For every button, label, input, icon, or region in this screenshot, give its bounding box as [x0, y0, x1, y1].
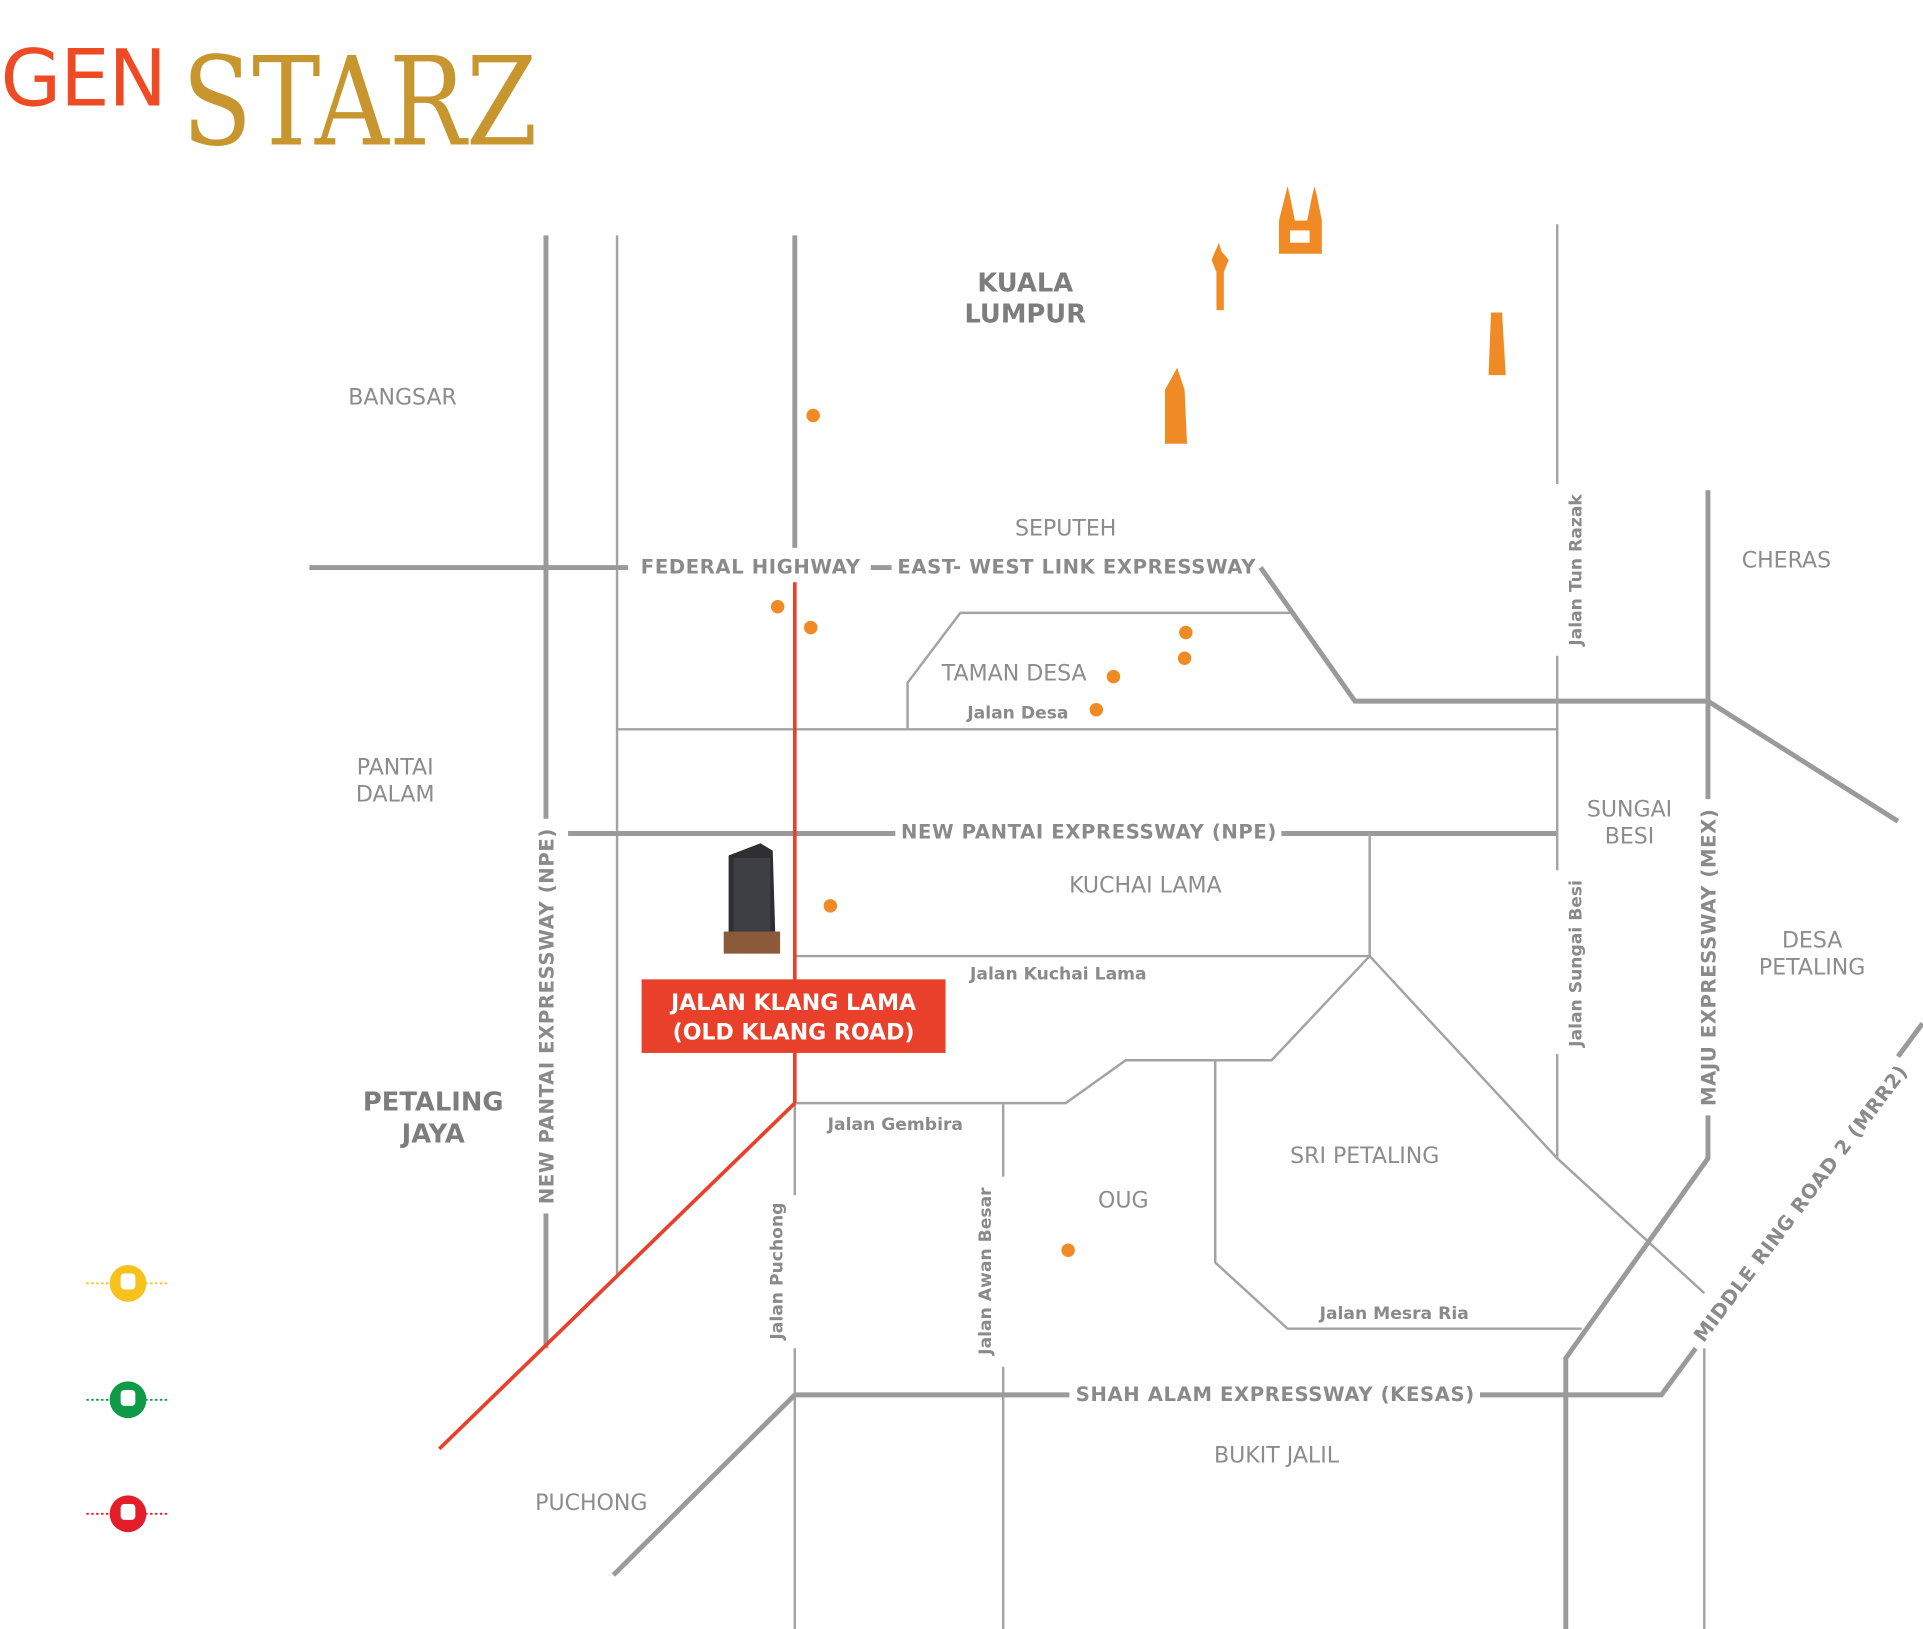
label-mex: MAJU EXPRESSWAY (MEX)	[1697, 809, 1720, 1106]
poi-dot	[1089, 702, 1104, 717]
label-east-west-link: EAST- WEST LINK EXPRESSWAY	[897, 556, 1256, 579]
area-puchong: PUCHONG	[535, 1491, 647, 1516]
area-desa-petaling: DESA	[1782, 928, 1842, 953]
area-desa-petaling: PETALING	[1759, 955, 1865, 980]
label-jalan-kuchai-lama: Jalan Kuchai Lama	[969, 964, 1147, 984]
label-federal-highway: FEDERAL HIGHWAY	[641, 556, 861, 579]
genstarz-building-icon	[723, 843, 781, 954]
points-of-interest	[770, 408, 1193, 1257]
area-taman-desa: TAMAN DESA	[941, 661, 1087, 686]
kesas-road	[1479, 1346, 1698, 1398]
label-jalan-desa: Jalan Desa	[966, 703, 1068, 723]
petronas-towers-icon	[1278, 186, 1322, 254]
mex-road-lower	[1563, 1115, 1711, 1629]
label-jalan-mesra-ria: Jalan Mesra Ria	[1319, 1304, 1469, 1324]
poi-dot	[806, 408, 820, 423]
label-jalan-tun-razak: Jalan Tun Razak	[1567, 494, 1587, 647]
area-sungai-besi: SUNGAI	[1587, 797, 1672, 822]
callout-line-1: JALAN KLANG LAMA	[669, 991, 916, 1016]
label-npe: NEW PANTAI EXPRESSWAY (NPE)	[901, 820, 1277, 843]
legend-mrt-green	[86, 1381, 169, 1419]
poi-dot	[1106, 669, 1121, 684]
area-kuchai-lama: KUCHAI LAMA	[1069, 873, 1222, 898]
landmarks	[1164, 186, 1506, 444]
road	[1368, 955, 1706, 1295]
taman-desa-road	[906, 611, 1290, 730]
train-icon	[120, 1503, 136, 1520]
logo-starz: STARZ	[182, 31, 537, 174]
label-jalan-awan-besar: Jalan Awan Besar	[976, 1187, 996, 1356]
area-kuala-lumpur: KUALA	[977, 269, 1073, 299]
jalan-gembira-road	[794, 955, 1371, 1105]
label-jalan-gembira: Jalan Gembira	[827, 1115, 963, 1135]
legend-ktm-red	[86, 1495, 169, 1533]
logo-gen: GEN	[1, 33, 166, 124]
area-oug: OUG	[1098, 1188, 1149, 1213]
label-npe-vertical: NEW PANTAI EXPRESSWAY (NPE)	[535, 828, 558, 1204]
tower-icon	[1164, 367, 1188, 444]
area-sungai-besi: BESI	[1605, 824, 1655, 849]
area-labels: KUALA LUMPUR BANGSAR SEPUTEH CHERAS TAMA…	[348, 269, 1865, 1516]
label-kesas: SHAH ALAM EXPRESSWAY (KESAS)	[1076, 1383, 1475, 1406]
transit-legend	[86, 1264, 169, 1533]
poi-dot	[1061, 1243, 1075, 1257]
label-jalan-sungai-besi: Jalan Sungai Besi	[1567, 880, 1587, 1048]
poi-dot	[1179, 625, 1193, 640]
callout-line-2: (OLD KLANG ROAD)	[673, 1020, 915, 1045]
train-icon	[120, 1273, 136, 1290]
kl-tower-icon	[1211, 242, 1229, 311]
poi-dot	[770, 599, 785, 614]
road	[611, 1393, 797, 1577]
jalan-klang-lama-road	[438, 1101, 797, 1451]
area-pantai-dalam: DALAM	[356, 783, 435, 808]
jalan-mesra-ria-road	[1214, 1060, 1582, 1330]
area-pantai-dalam: PANTAI	[357, 756, 434, 781]
jalan-klang-lama-callout: JALAN KLANG LAMA (OLD KLANG ROAD)	[641, 979, 946, 1053]
area-petaling-jaya: PETALING	[363, 1088, 504, 1118]
label-mrr2: MIDDLE RING ROAD 2 (MRR2)	[1689, 1061, 1912, 1347]
area-bukit-jalil: BUKIT JALIL	[1214, 1443, 1340, 1468]
poi-dot	[823, 899, 838, 913]
label-jalan-puchong: Jalan Puchong	[768, 1203, 788, 1341]
poi-dot	[1177, 651, 1192, 665]
mrr2-road	[1895, 1022, 1923, 1059]
area-cheras: CHERAS	[1742, 549, 1831, 574]
road	[1706, 699, 1900, 824]
area-bangsar: BANGSAR	[348, 385, 457, 410]
area-petaling-jaya: JAYA	[400, 1119, 465, 1149]
roads	[309, 224, 1923, 1629]
area-seputeh: SEPUTEH	[1015, 517, 1116, 542]
genstarz-logo: GEN STARZ	[1, 31, 538, 174]
area-sri-petaling: SRI PETALING	[1290, 1144, 1439, 1169]
train-icon	[120, 1389, 136, 1406]
legend-lrt-yellow	[86, 1264, 169, 1302]
skyscraper-icon	[1488, 312, 1506, 376]
east-west-link-road	[1258, 566, 1708, 704]
poi-dot	[803, 620, 818, 635]
area-kuala-lumpur: LUMPUR	[964, 299, 1086, 329]
